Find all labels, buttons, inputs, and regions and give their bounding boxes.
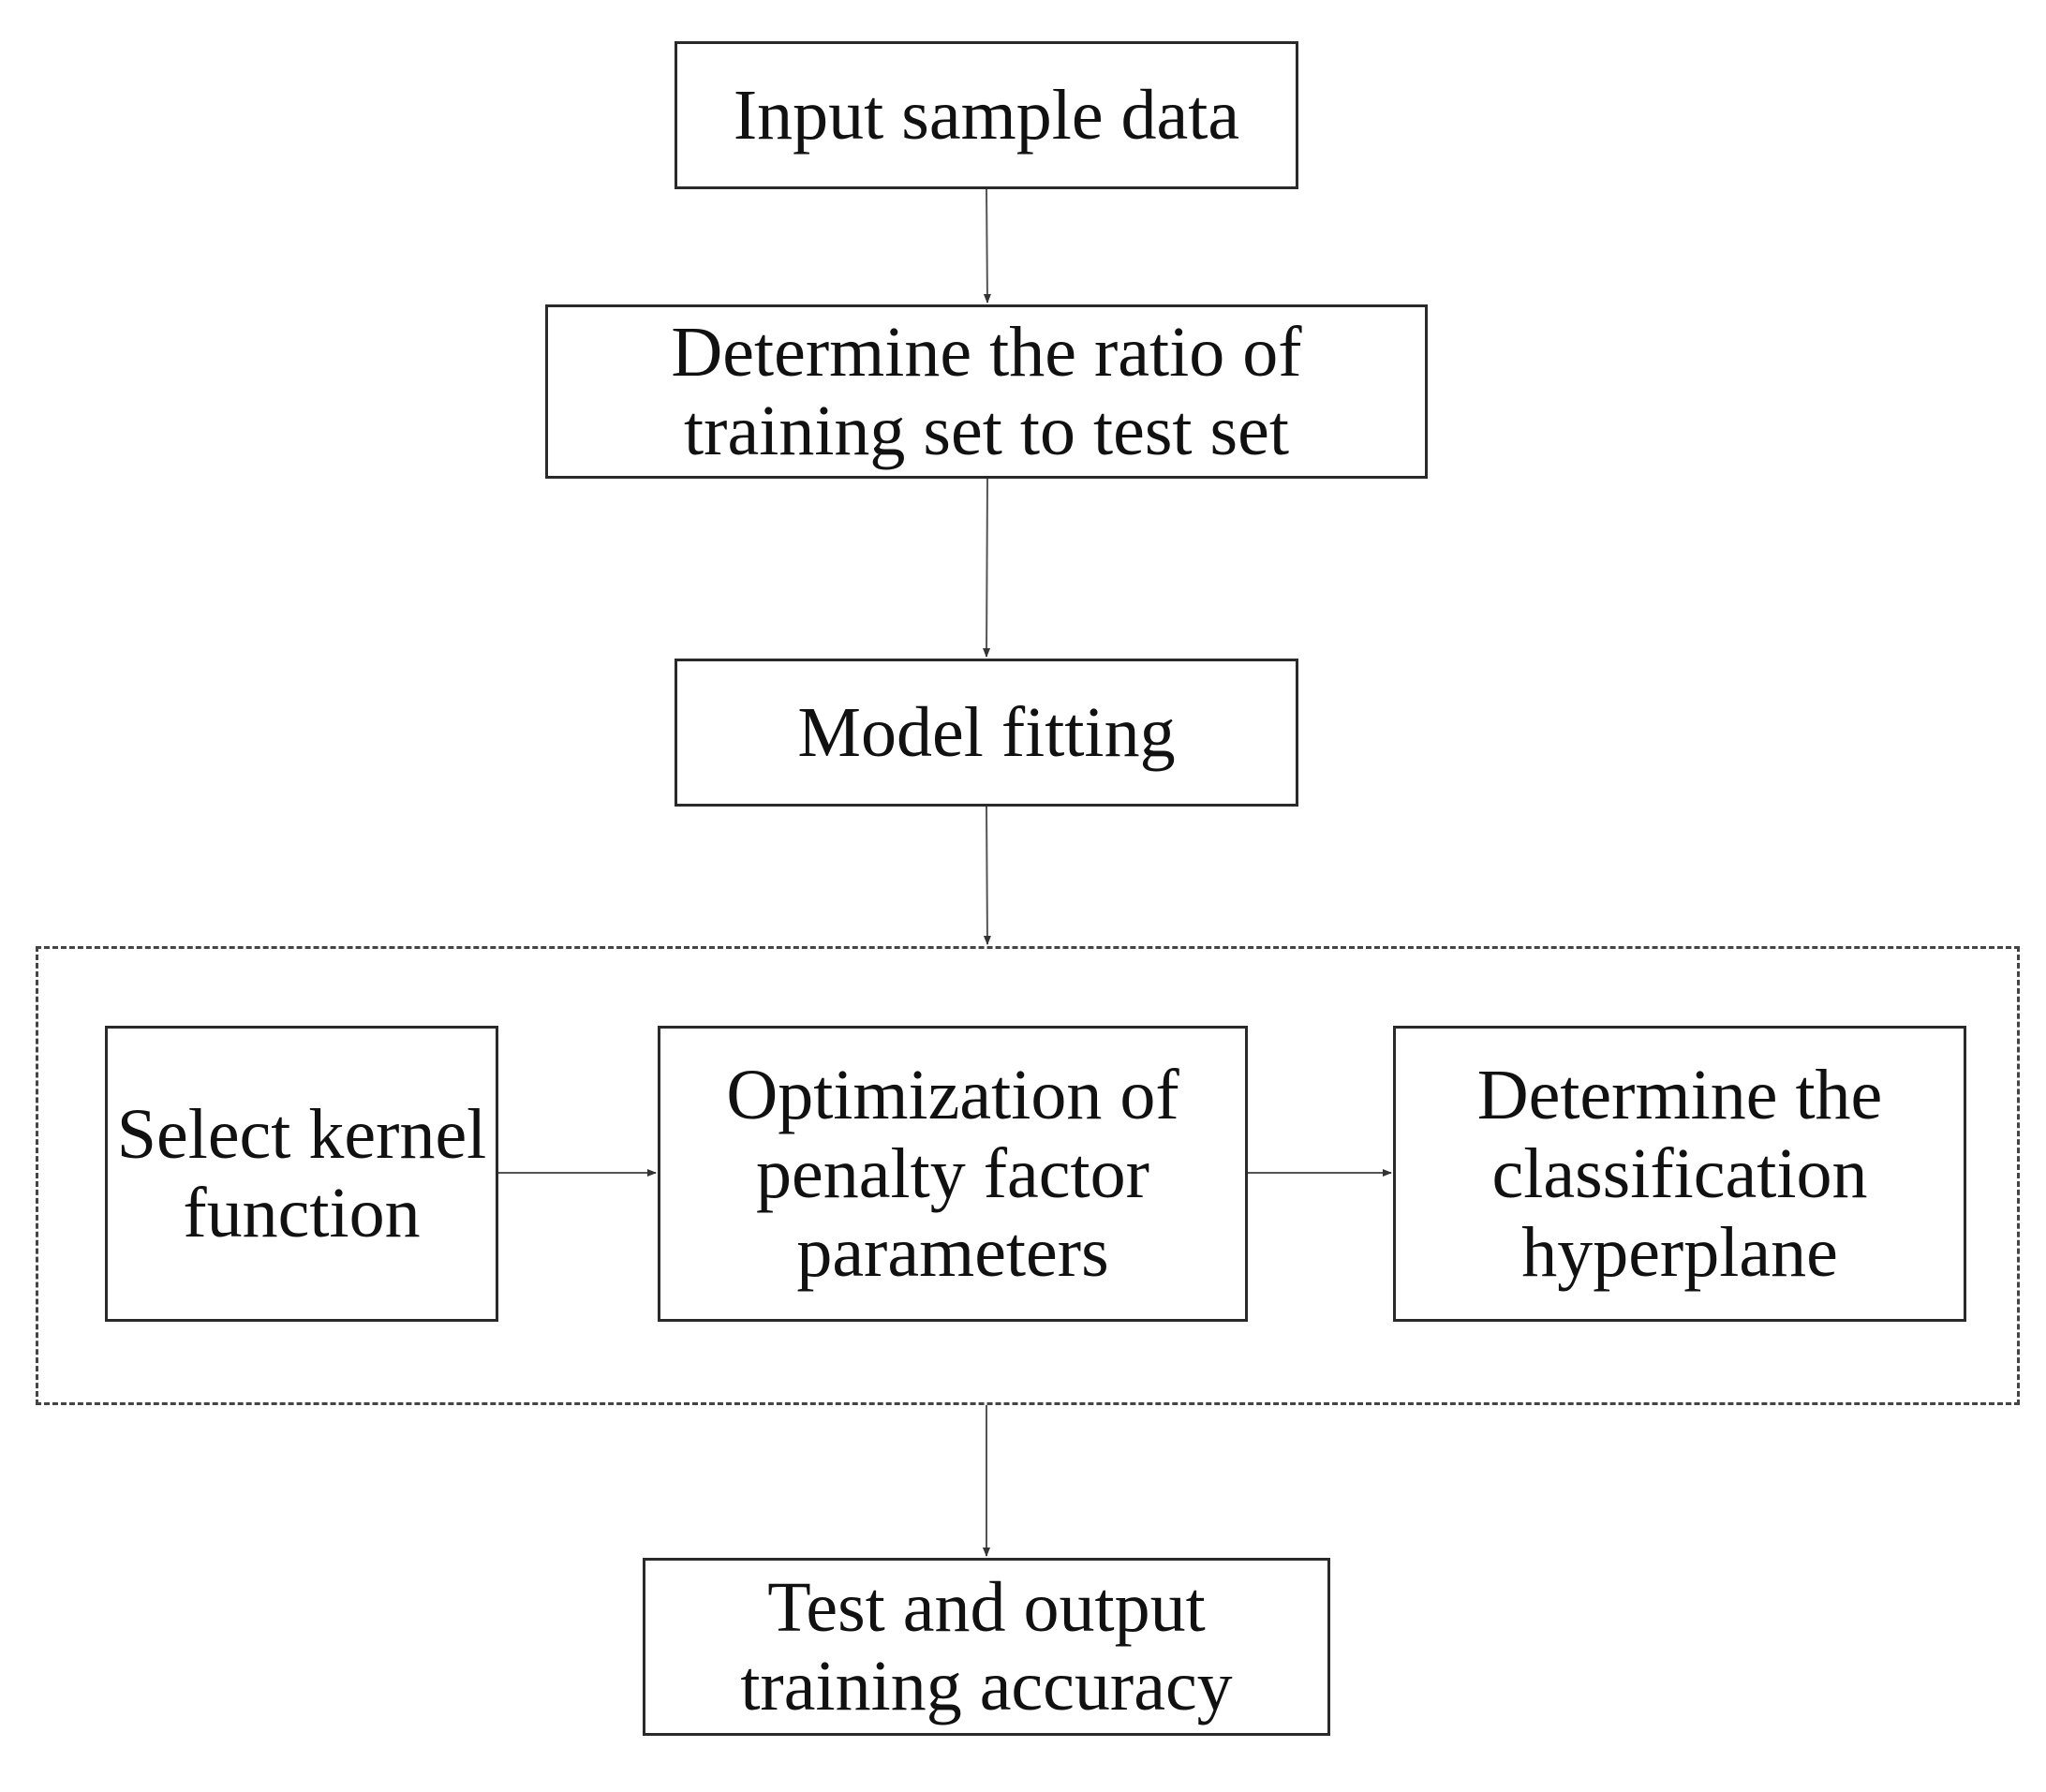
select-kernel-function-box: Select kernel function: [105, 1026, 498, 1322]
node-label-line: Input sample data: [733, 76, 1240, 155]
node-label-line: classification: [1491, 1134, 1868, 1213]
node-label-line: Model fitting: [797, 693, 1176, 772]
arrow-ratio-to-fitting: [983, 478, 991, 658]
node-label-line: hyperplane: [1521, 1213, 1838, 1292]
determine-hyperplane-box: Determine the classification hyperplane: [1393, 1026, 1966, 1322]
node-label-line: training set to test set: [684, 392, 1289, 470]
arrow-fitting-to-group: [983, 806, 991, 945]
node-label-line: Determine the: [1476, 1056, 1883, 1134]
node-label-line: training accuracy: [740, 1647, 1233, 1725]
optimization-penalty-box: Optimization of penalty factor parameter…: [658, 1026, 1248, 1322]
arrow-input-to-ratio: [983, 188, 991, 304]
svm-steps-group: [36, 946, 2020, 1405]
node-label-line: Optimization of: [726, 1056, 1179, 1134]
model-fitting-box: Model fitting: [675, 659, 1298, 807]
input-sample-data-box: Input sample data: [675, 41, 1298, 189]
node-label-line: function: [183, 1174, 421, 1252]
test-output-accuracy-box: Test and output training accuracy: [643, 1558, 1330, 1736]
node-label-line: penalty factor: [756, 1134, 1149, 1213]
node-label-line: Select kernel: [116, 1095, 487, 1174]
node-label-line: parameters: [796, 1213, 1109, 1292]
node-label-line: Test and output: [767, 1568, 1206, 1647]
node-label-line: Determine the ratio of: [671, 313, 1302, 392]
determine-ratio-box: Determine the ratio of training set to t…: [545, 304, 1428, 479]
